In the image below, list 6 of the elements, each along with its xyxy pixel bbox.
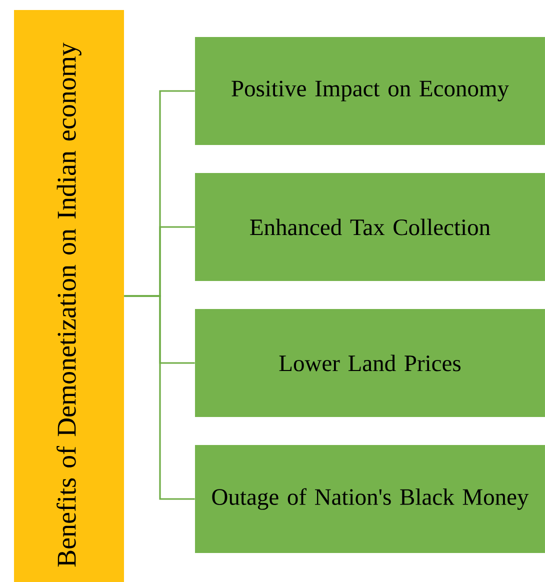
category-box: Lower Land Prices — [195, 309, 545, 417]
category-box: Outage of Nation's Black Money — [195, 445, 545, 553]
connector-line — [124, 295, 195, 500]
category-box: Enhanced Tax Collection — [195, 173, 545, 281]
category-box: Positive Impact on Economy — [195, 37, 545, 145]
title-bar: Benefits of Demonetization on Indian economy — [14, 10, 124, 582]
